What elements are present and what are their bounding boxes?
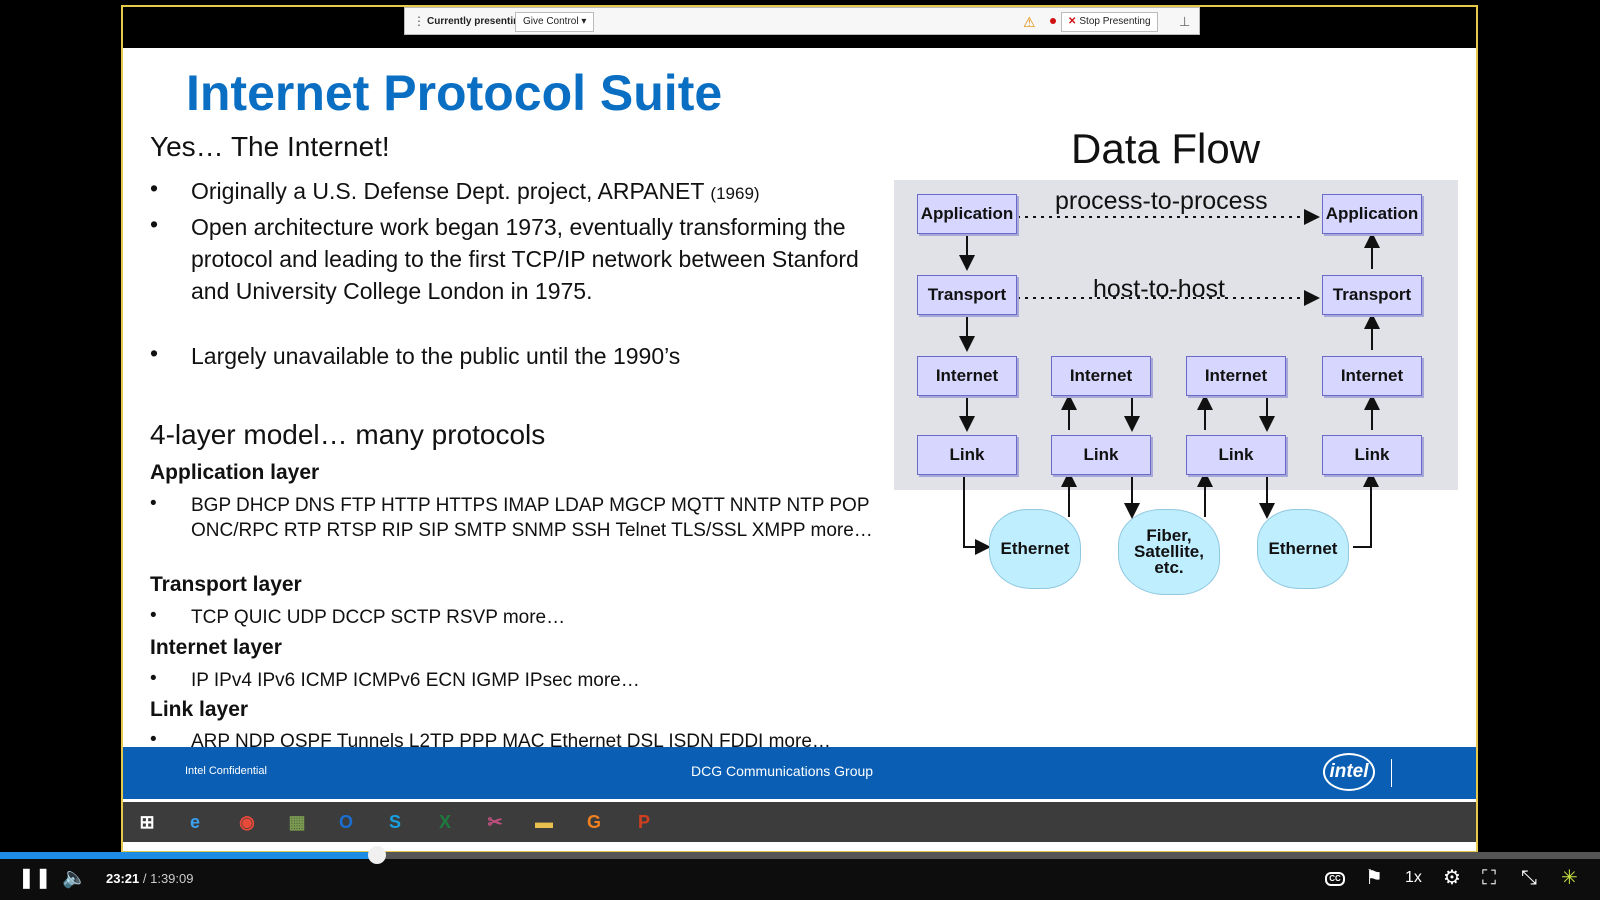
- layer-heading: Link layer: [150, 698, 249, 721]
- chevron-down-icon: ▾: [581, 16, 587, 27]
- bullet-marker: •: [150, 668, 157, 689]
- volume-icon[interactable]: 🔈: [62, 867, 87, 889]
- skype-icon[interactable]: S: [388, 811, 401, 832]
- internet-box: Internet: [917, 356, 1017, 396]
- snipping-tool-icon[interactable]: ✂: [487, 811, 503, 832]
- bullet-marker: •: [150, 493, 157, 514]
- protocol-text: BGP DHCP DNS FTP HTTP HTTPS IMAP LDAP MG…: [191, 495, 873, 541]
- layer-heading: Transport layer: [150, 573, 302, 596]
- bullet-text: Largely unavailable to the public until …: [191, 343, 681, 369]
- closed-captions-icon[interactable]: CC: [1325, 872, 1345, 886]
- fullscreen-icon[interactable]: ⛶: [1482, 867, 1496, 889]
- stop-presenting-button[interactable]: ✕Stop Presenting: [1061, 12, 1158, 32]
- protocol-text: ARP NDP OSPF Tunnels L2TP PPP MAC Ethern…: [191, 731, 831, 752]
- pause-icon[interactable]: ❚❚: [18, 867, 52, 889]
- application-box: Application: [1322, 194, 1422, 234]
- bullet-text: Open architecture work began 1973, event…: [191, 214, 859, 304]
- chrome-icon[interactable]: ◉: [239, 811, 255, 832]
- ethernet-cloud: Ethernet: [989, 509, 1081, 589]
- footer-divider: [1391, 759, 1392, 787]
- bullet-marker: •: [150, 211, 159, 237]
- progress-bar[interactable]: [0, 846, 1600, 864]
- ethernet-cloud: Ethernet: [1257, 509, 1349, 589]
- progress-knob[interactable]: [367, 846, 386, 864]
- slide-title: Internet Protocol Suite: [186, 65, 723, 121]
- excel-icon[interactable]: X: [438, 811, 451, 832]
- process-to-process-label: process-to-process: [1055, 187, 1268, 215]
- windows-taskbar: ⊞ e ◉ ▦ O S X ✂ ▬ G P: [123, 802, 1476, 842]
- presentation-top-strip: ⋮ Currently presenting Give Control ▾ ⚠ …: [123, 7, 1476, 48]
- file-explorer-icon[interactable]: ▬: [535, 811, 553, 832]
- bullet-marker: •: [150, 340, 159, 366]
- bullet-marker: •: [150, 605, 157, 626]
- confidential-label: Intel Confidential: [185, 765, 267, 777]
- logo-icon[interactable]: ✳: [1561, 867, 1578, 889]
- group-label: DCG Communications Group: [691, 763, 874, 779]
- internet-explorer-icon[interactable]: e: [189, 811, 200, 832]
- progress-fill: [0, 852, 377, 859]
- playback-speed-button[interactable]: 1x: [1405, 869, 1422, 886]
- stop-presenting-label: Stop Presenting: [1079, 16, 1151, 27]
- fiber-satellite-cloud: Fiber, Satellite, etc.: [1118, 509, 1220, 595]
- bullet-marker: •: [150, 175, 159, 201]
- recording-indicator-icon: [1050, 18, 1056, 24]
- link-box: Link: [1051, 435, 1151, 475]
- shared-screen-frame: ⋮ Currently presenting Give Control ▾ ⚠ …: [121, 5, 1478, 853]
- bullet-marker: •: [150, 729, 157, 750]
- pin-icon[interactable]: ⊥: [1179, 14, 1191, 29]
- intro-heading: Yes… The Internet!: [150, 131, 390, 162]
- bullet-year: (1969): [710, 184, 760, 203]
- duration: / 1:39:09: [142, 871, 194, 886]
- protocol-text: IP IPv4 IPv6 ICMP ICMPv6 ECN IGMP IPsec …: [191, 670, 640, 691]
- time-display: 23:21 / 1:39:09: [106, 871, 193, 886]
- intel-logo: intel: [1323, 753, 1375, 791]
- drag-handle-icon[interactable]: ⋮: [413, 14, 425, 28]
- link-box: Link: [1322, 435, 1422, 475]
- windows-start-icon[interactable]: ⊞: [139, 811, 155, 832]
- transport-box: Transport: [917, 275, 1017, 315]
- internet-box: Internet: [1322, 356, 1422, 396]
- internet-box: Internet: [1186, 356, 1286, 396]
- internet-box: Internet: [1051, 356, 1151, 396]
- give-control-label: Give Control: [523, 16, 579, 27]
- presenting-toolbar: ⋮ Currently presenting Give Control ▾ ⚠ …: [404, 7, 1200, 35]
- model-heading: 4-layer model… many protocols: [150, 419, 546, 450]
- slide-footer: Intel Confidential DCG Communications Gr…: [123, 747, 1476, 799]
- diagram-title: Data Flow: [1071, 125, 1261, 172]
- close-icon: ✕: [1068, 16, 1077, 27]
- bullet-text: Originally a U.S. Defense Dept. project,…: [191, 178, 705, 204]
- host-to-host-label: host-to-host: [1093, 275, 1226, 303]
- give-control-dropdown[interactable]: Give Control ▾: [515, 12, 595, 32]
- network-tool-icon[interactable]: ▦: [288, 811, 306, 832]
- exit-fullscreen-icon[interactable]: ⤡: [1521, 867, 1537, 889]
- currently-presenting-label: Currently presenting: [427, 16, 526, 27]
- protocol-text: TCP QUIC UDP DCCP SCTP RSVP more…: [191, 607, 566, 628]
- powerpoint-icon[interactable]: P: [637, 811, 650, 832]
- application-box: Application: [917, 194, 1017, 234]
- link-box: Link: [917, 435, 1017, 475]
- warning-icon[interactable]: ⚠: [1023, 14, 1036, 30]
- transport-box: Transport: [1322, 275, 1422, 315]
- link-box: Link: [1186, 435, 1286, 475]
- flag-icon[interactable]: ⚑: [1365, 867, 1383, 889]
- outlook-icon[interactable]: O: [338, 811, 353, 832]
- video-player-controls: ❚❚ 🔈 23:21 / 1:39:09 CC ⚑ 1x ⚙ ⛶ ⤡ ✳: [0, 846, 1600, 900]
- current-time: 23:21: [106, 871, 140, 886]
- app-orange-icon[interactable]: G: [586, 811, 601, 832]
- settings-icon[interactable]: ⚙: [1443, 867, 1461, 889]
- layer-heading: Application layer: [150, 461, 320, 484]
- layer-heading: Internet layer: [150, 636, 282, 659]
